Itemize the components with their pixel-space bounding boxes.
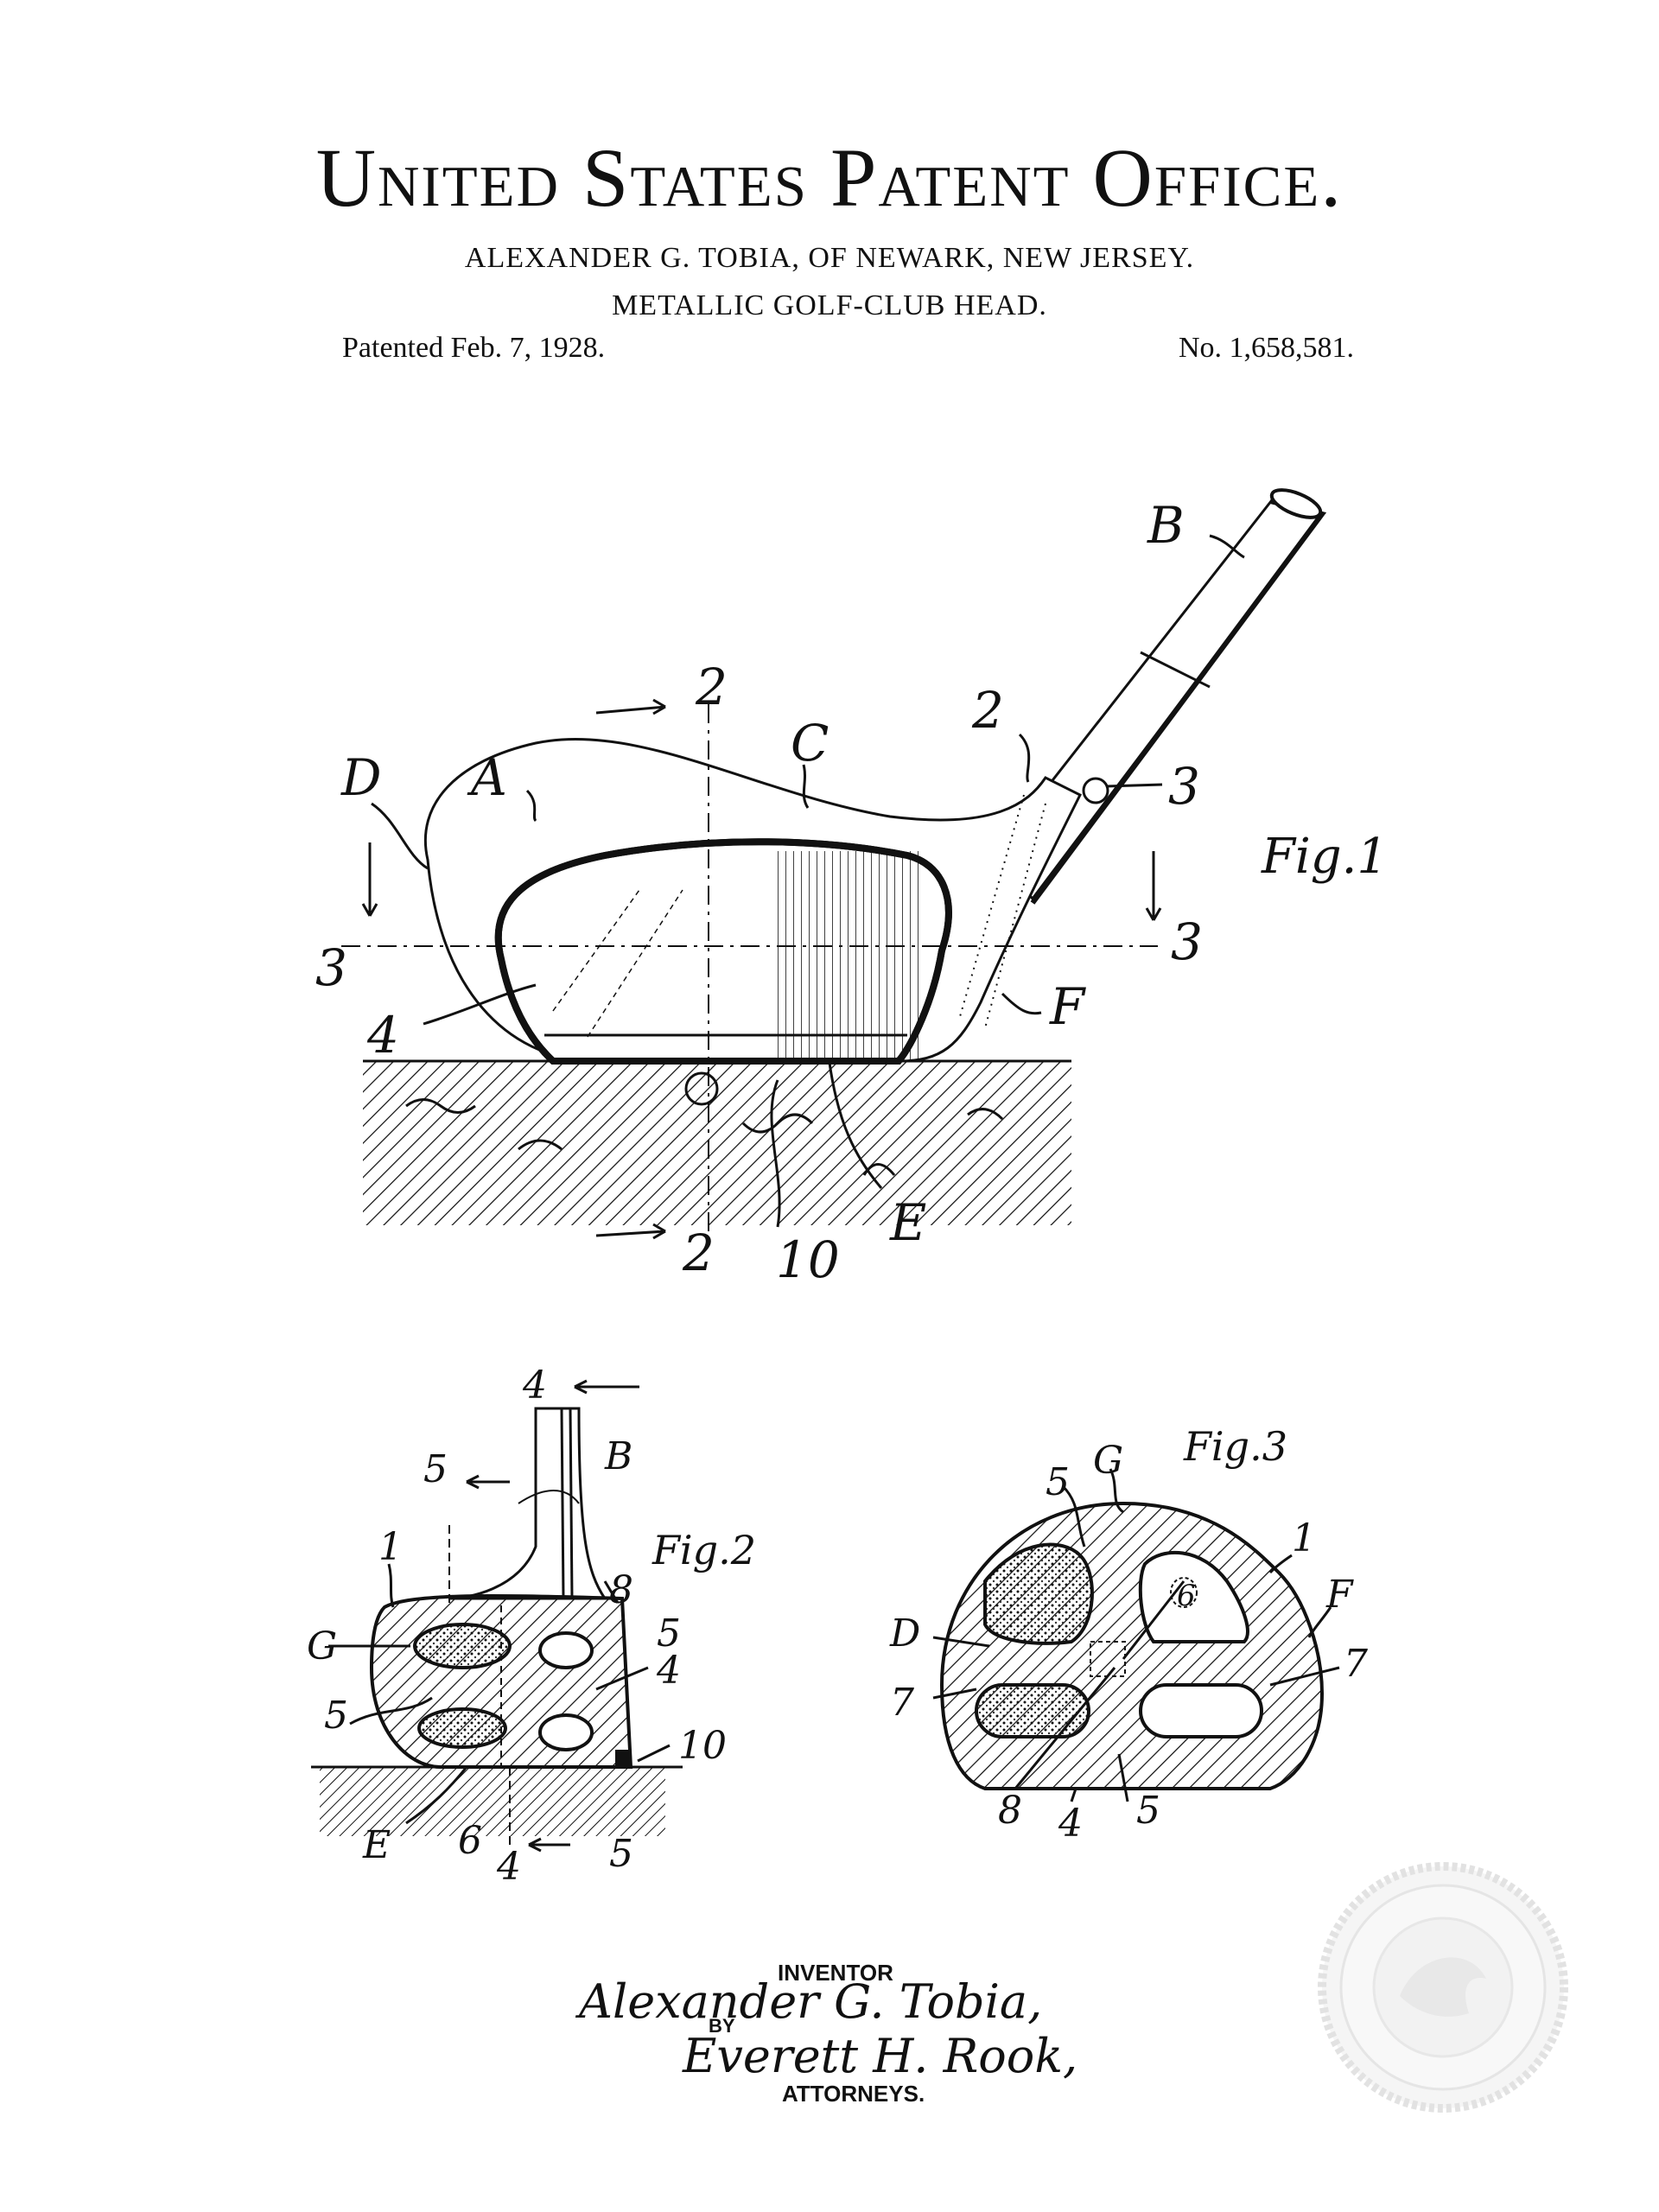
fig2-label-1: 1 (378, 1525, 403, 1569)
inventor-label: INVENTOR (778, 1960, 893, 1986)
by-label: BY (709, 2015, 735, 2037)
fig3-caption: Fig.3 (1183, 1423, 1287, 1470)
signature-block: INVENTOR Alexander G. Tobia, BY Everett … (575, 1960, 1077, 2107)
fig1-label-2-top: 2 (695, 658, 728, 716)
fig3-label-8: 8 (998, 1789, 1022, 1833)
fig2-label-B: B (604, 1434, 632, 1478)
fig2-label-10: 10 (678, 1724, 727, 1768)
fig1-label-3-circle: 3 (1168, 757, 1200, 816)
patent-date: Patented Feb. 7, 1928. (342, 332, 606, 364)
fig1-label-F: F (1049, 977, 1086, 1036)
office-title: United States Patent Office. (315, 131, 1344, 224)
fig1-label-D: D (340, 748, 382, 807)
fig1-label-10: 10 (776, 1230, 840, 1289)
fig1-caption: Fig.1 (1261, 829, 1388, 885)
fig3-label-4: 4 (1058, 1802, 1083, 1846)
fig3-label-1: 1 (1292, 1516, 1316, 1560)
patent-number: No. 1,658,581. (1178, 332, 1354, 364)
inventor-line: ALEXANDER G. TOBIA, OF NEWARK, NEW JERSE… (464, 242, 1195, 274)
fig2-label-5-b: 5 (324, 1694, 348, 1738)
fig3-label-7-right: 7 (1344, 1642, 1368, 1686)
fig1-label-2-bottom: 2 (682, 1224, 715, 1282)
fig3-label-6: 6 (1177, 1579, 1196, 1613)
fig3-drawing (932, 1468, 1340, 1802)
fig3-label-G: G (1093, 1439, 1123, 1483)
fig1-label-A: A (467, 748, 507, 807)
fig2-label-4: 4 (656, 1649, 681, 1693)
fig3-label-7-left: 7 (890, 1681, 914, 1725)
fig1-labels: B D A 2 C 2 3 3 3 4 F E 2 10 Fig.1 (315, 496, 1388, 1289)
fig1-label-C: C (791, 714, 829, 772)
fig2-label-6: 6 (458, 1819, 482, 1863)
fig3-label-5-bottom: 5 (1136, 1789, 1160, 1833)
invention-title: METALLIC GOLF-CLUB HEAD. (612, 289, 1047, 321)
embossed-seal (1318, 1862, 1568, 2113)
fig1-label-B: B (1147, 496, 1185, 555)
fig2-label-G: G (307, 1624, 337, 1669)
fig1-label-2-right: 2 (971, 681, 1004, 740)
fig2-labels: 4 B 5 1 8 G 5 4 5 10 E 6 4 5 Fig.2 (307, 1363, 756, 1889)
fig3-label-F: F (1325, 1573, 1354, 1617)
fig2-caption: Fig.2 (652, 1527, 756, 1573)
fig1-label-3-right: 3 (1171, 912, 1203, 971)
fig2-label-8: 8 (609, 1568, 633, 1612)
attorneys-label: ATTORNEYS. (782, 2081, 925, 2107)
fig3-label-5-top: 5 (1046, 1460, 1070, 1504)
fig1-label-4: 4 (366, 1006, 399, 1065)
fig2-drawing (311, 1379, 683, 1853)
fig1-label-3-left: 3 (315, 938, 347, 997)
fig1-drawing (341, 488, 1327, 1244)
fig2-label-4-top: 4 (522, 1363, 547, 1408)
fig2-label-5-a: 5 (657, 1611, 681, 1656)
inventor-signature: Alexander G. Tobia, (575, 1974, 1042, 2029)
attorney-signature: Everett H. Rook, (682, 2029, 1077, 2083)
fig3-labels: G 5 1 6 F D 7 7 8 4 5 Fig.3 (889, 1423, 1368, 1846)
fig2-label-4-bottom: 4 (496, 1845, 521, 1889)
fig2-label-E: E (362, 1823, 391, 1867)
fig3-label-D: D (889, 1611, 920, 1656)
fig2-label-5-top: 5 (423, 1447, 448, 1491)
fig2-label-5-bottom: 5 (609, 1832, 633, 1876)
fig1-label-E: E (889, 1193, 926, 1252)
